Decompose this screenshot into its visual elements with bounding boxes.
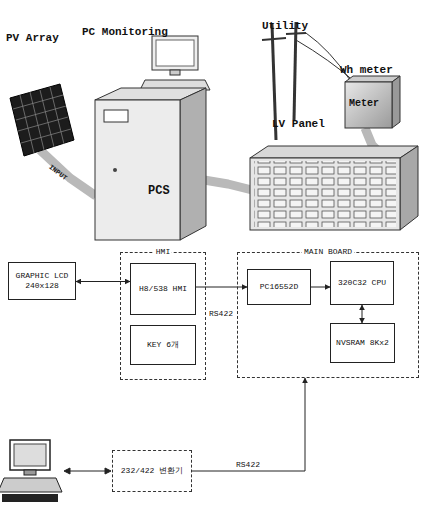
lv-panel bbox=[250, 146, 418, 230]
box-text: GRAPHIC LCD 240x128 bbox=[9, 270, 75, 292]
cabinet-label: PCS bbox=[148, 184, 170, 198]
main-board-group: PC16552D320C32 CPUNVSRAM 8Kx2MAIN BOARD bbox=[237, 252, 419, 378]
connector-arrow bbox=[192, 378, 305, 471]
cable-label: INPUT bbox=[47, 163, 69, 182]
memory-box: NVSRAM 8Kx2 bbox=[330, 323, 395, 363]
box-text: PC16552D bbox=[257, 281, 301, 293]
pc-link bbox=[64, 468, 111, 474]
box-text: KEY 6개 bbox=[144, 339, 182, 351]
part-label: Wh meter bbox=[340, 64, 393, 76]
box-text: 232/422 변환기 bbox=[118, 465, 186, 477]
connector-arrow bbox=[76, 281, 130, 282]
box-text: 320C32 CPU bbox=[335, 277, 389, 289]
part-label: PC Monitoring bbox=[82, 26, 168, 38]
meter-face-label: Meter bbox=[349, 98, 379, 109]
uart-box: PC16552D bbox=[247, 269, 311, 305]
utility-pole bbox=[262, 22, 355, 140]
connector-arrow bbox=[311, 287, 330, 288]
lcd-box: GRAPHIC LCD 240x128 bbox=[8, 262, 76, 300]
part-label: LV Panel bbox=[272, 118, 325, 130]
box-text: H8/538 HMI bbox=[136, 283, 190, 295]
pv-panel bbox=[10, 84, 74, 156]
cpu-box: 320C32 CPU bbox=[330, 261, 394, 305]
connector-arrow bbox=[196, 287, 247, 288]
converter-box: 232/422 변환기 bbox=[112, 450, 192, 492]
pc-icon bbox=[140, 36, 210, 90]
part-label: Utility bbox=[262, 20, 308, 32]
signal-label: RS422 bbox=[208, 309, 234, 318]
group-title: MAIN BOARD bbox=[302, 247, 354, 257]
group-title: HMI bbox=[154, 247, 172, 257]
terminal-pc-icon bbox=[0, 440, 62, 502]
signal-label: RS422 bbox=[235, 460, 261, 469]
pcs-cabinet bbox=[95, 88, 206, 240]
part-label: PV Array bbox=[6, 32, 59, 44]
connector-arrow bbox=[362, 305, 363, 323]
mcu-box: H8/538 HMI bbox=[130, 263, 196, 315]
hmi-group: H8/538 HMIKEY 6개HMI bbox=[120, 252, 206, 380]
box-text: NVSRAM 8Kx2 bbox=[333, 337, 392, 349]
keypad-box: KEY 6개 bbox=[130, 325, 196, 365]
wh-meter bbox=[345, 76, 400, 128]
